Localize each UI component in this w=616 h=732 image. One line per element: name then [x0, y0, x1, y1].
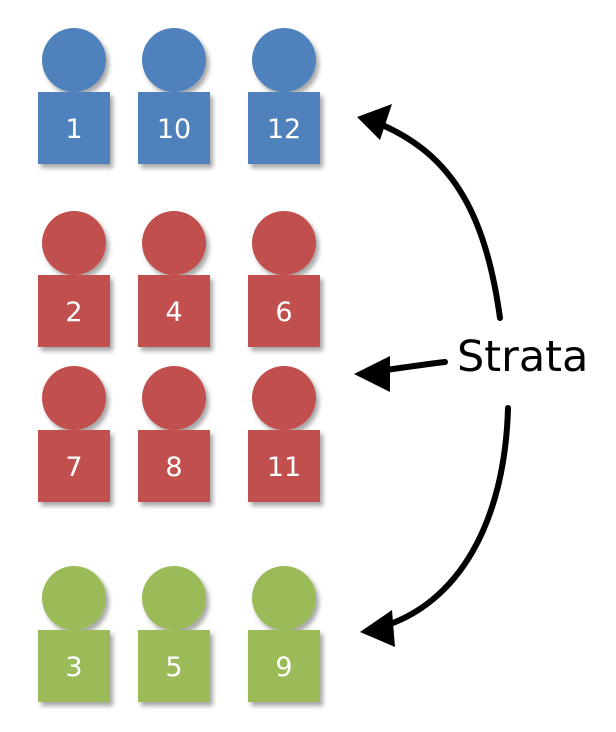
person-red-2: 2	[38, 211, 110, 347]
person-head-icon	[142, 566, 206, 630]
person-head-icon	[252, 211, 316, 275]
person-head-icon	[42, 366, 106, 430]
person-head-icon	[142, 28, 206, 92]
person-body-icon	[248, 275, 320, 347]
strata-label: Strata	[457, 332, 588, 382]
person-number: 12	[267, 114, 301, 145]
arrowhead-green-icon	[360, 610, 395, 647]
person-body-icon	[248, 630, 320, 702]
person-number: 6	[275, 297, 292, 328]
person-body-icon	[138, 430, 210, 502]
person-green-5: 5	[138, 566, 210, 702]
person-number: 2	[65, 297, 82, 328]
person-number: 10	[157, 114, 191, 145]
person-red-11: 11	[248, 366, 320, 502]
person-body-icon	[138, 275, 210, 347]
person-green-9: 9	[248, 566, 320, 702]
person-body-icon	[38, 275, 110, 347]
person-body-icon	[138, 630, 210, 702]
person-head-icon	[252, 566, 316, 630]
person-body-icon	[248, 430, 320, 502]
person-blue-1: 1	[38, 28, 110, 164]
person-red-6: 6	[248, 211, 320, 347]
person-number: 8	[165, 452, 182, 483]
person-number: 4	[165, 297, 182, 328]
people-layer: 1 10 12 2 4 6 7 8 11 3 5 9	[38, 28, 320, 702]
person-number: 3	[65, 652, 82, 683]
person-red-4: 4	[138, 211, 210, 347]
person-head-icon	[42, 566, 106, 630]
person-head-icon	[252, 28, 316, 92]
person-number: 1	[65, 114, 82, 145]
person-head-icon	[142, 366, 206, 430]
person-blue-12: 12	[248, 28, 320, 164]
person-head-icon	[42, 28, 106, 92]
person-number: 5	[165, 652, 182, 683]
person-head-icon	[252, 366, 316, 430]
person-red-7: 7	[38, 366, 110, 502]
person-number: 11	[267, 452, 301, 483]
person-body-icon	[38, 430, 110, 502]
person-head-icon	[142, 211, 206, 275]
person-number: 7	[65, 452, 82, 483]
arrowhead-blue-icon	[357, 104, 392, 140]
person-blue-10: 10	[138, 28, 210, 164]
person-body-icon	[38, 92, 110, 164]
person-body-icon	[38, 630, 110, 702]
person-number: 9	[275, 652, 292, 683]
person-red-8: 8	[138, 366, 210, 502]
person-head-icon	[42, 211, 106, 275]
person-green-3: 3	[38, 566, 110, 702]
person-body-icon	[138, 92, 210, 164]
arrow-to-blue-stratum	[367, 117, 503, 321]
arrows-layer	[354, 104, 511, 647]
person-body-icon	[248, 92, 320, 164]
arrow-to-green-stratum	[375, 405, 511, 631]
arrowhead-red-icon	[354, 356, 390, 392]
